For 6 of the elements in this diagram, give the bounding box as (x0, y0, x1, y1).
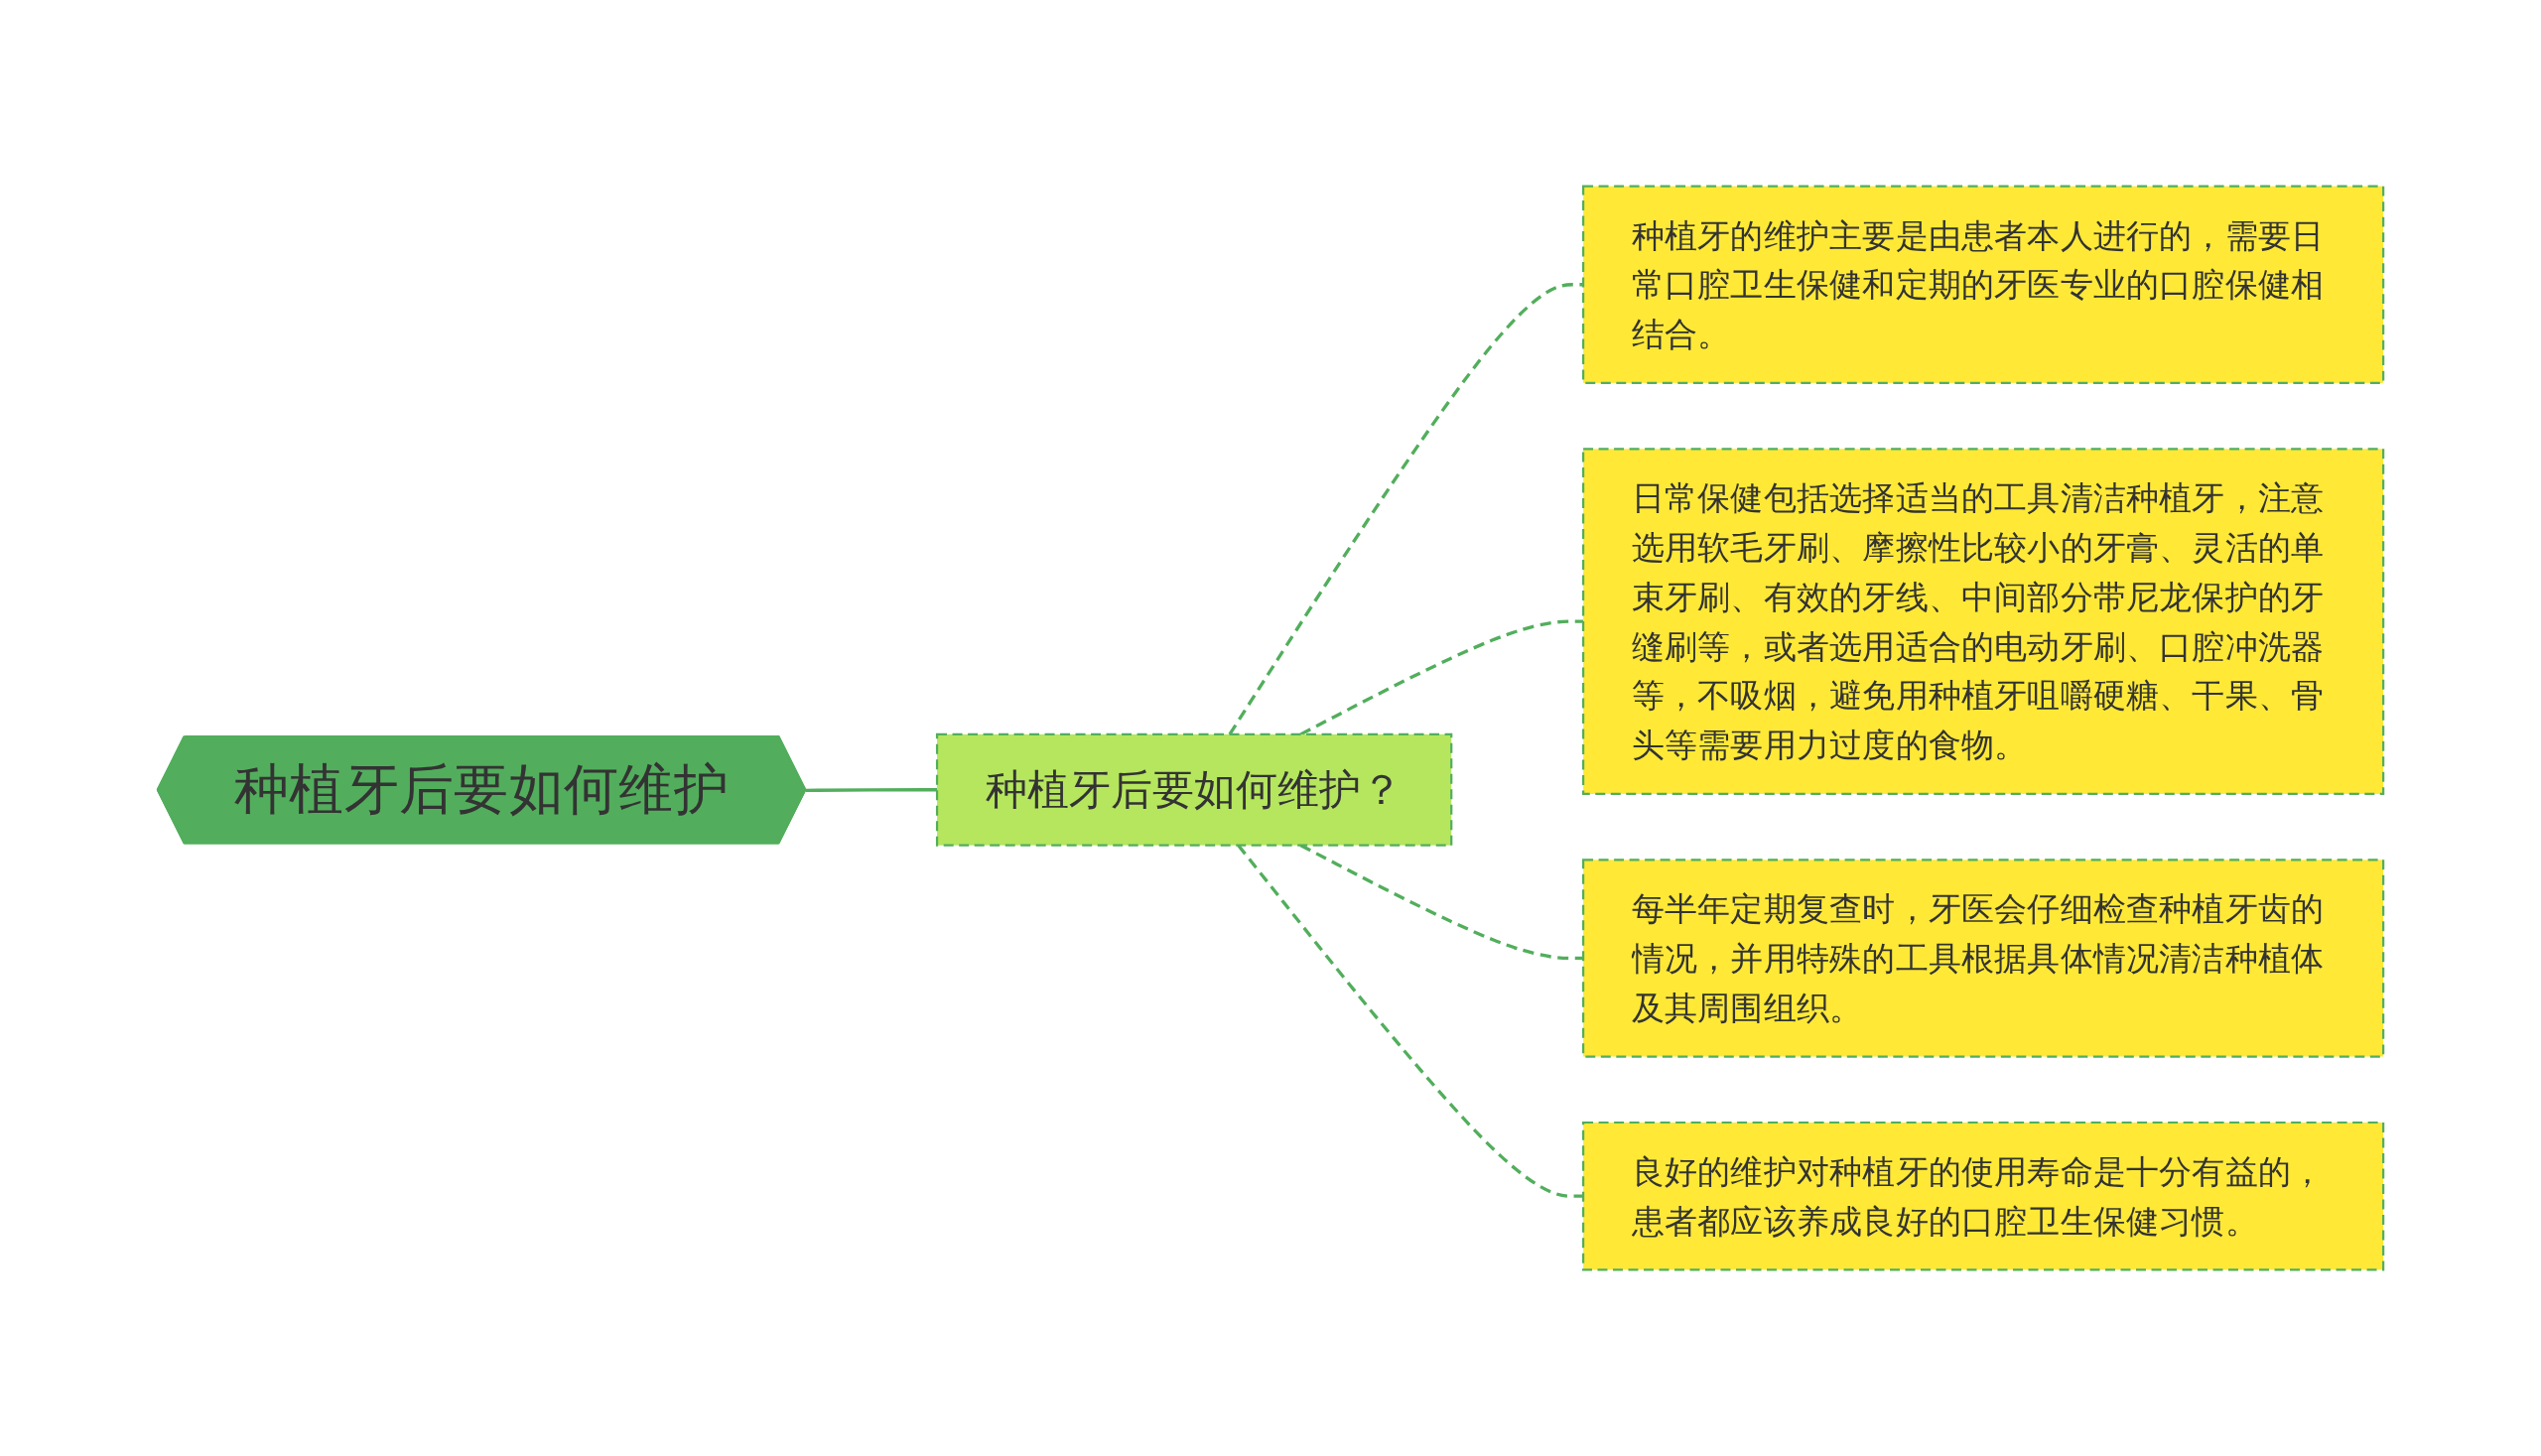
node-box: 每半年定期复查时，牙医会仔细检查种植牙齿的情况，并用特殊的工具根据具体情况清洁种植体及其周围组织。 (1582, 859, 2385, 1058)
node-box: 种植牙后要如何维护？ (935, 732, 1453, 847)
connector (805, 788, 938, 792)
node-box: 种植牙的维护主要是由患者本人进行的，需要日常口腔卫生保健和定期的牙医专业的口腔保健相结合。 (1582, 185, 2385, 384)
node-box: 良好的维护对种植牙的使用寿命是十分有益的，患者都应该养成良好的口腔卫生保健习惯。 (1582, 1121, 2385, 1271)
node-box: 日常保健包括选择适当的工具清洁种植牙，注意选用软毛牙刷、摩擦性比较小的牙膏、灵活的单束牙刷、有效的牙线、中间部分带尼龙保护的牙缝刷等，或者选用适合的电动牙刷、口腔冲洗器等，不吸烟，避免用种植牙咀嚼硬糖、干果、骨头等需要用力过度的食物。 (1582, 448, 2385, 796)
